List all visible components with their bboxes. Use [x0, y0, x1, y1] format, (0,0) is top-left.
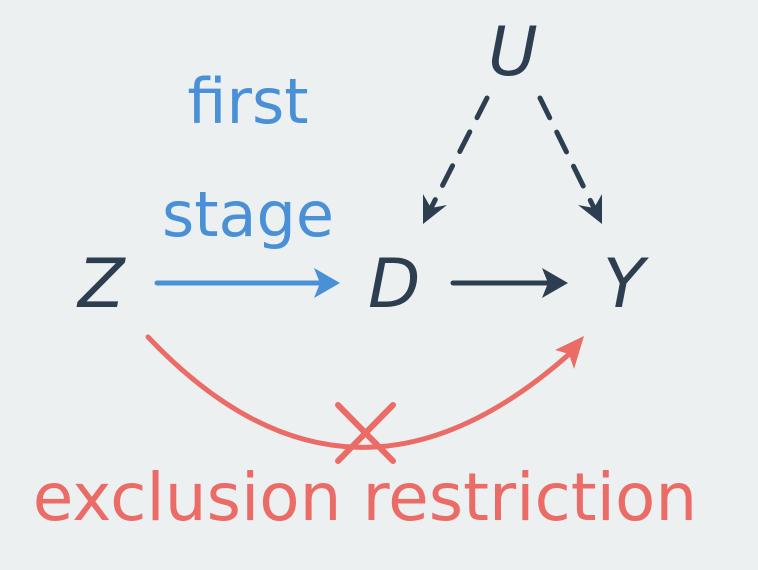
edge-u-y	[537, 95, 602, 224]
edge-z-y-excluded	[145, 334, 584, 450]
edge-u-d	[423, 95, 490, 224]
node-d: D	[368, 245, 420, 324]
first-stage-label-line1: first	[187, 65, 308, 138]
exclusion-restriction-label: exclusion restriction	[33, 459, 697, 536]
node-z: Z	[76, 245, 126, 324]
node-y: Y	[603, 245, 649, 324]
first-stage-label-line2: stage	[162, 178, 334, 251]
edge-z-d	[154, 268, 340, 298]
node-u: U	[488, 13, 538, 92]
edge-d-y	[450, 268, 568, 298]
cross-mark-icon	[335, 402, 396, 464]
